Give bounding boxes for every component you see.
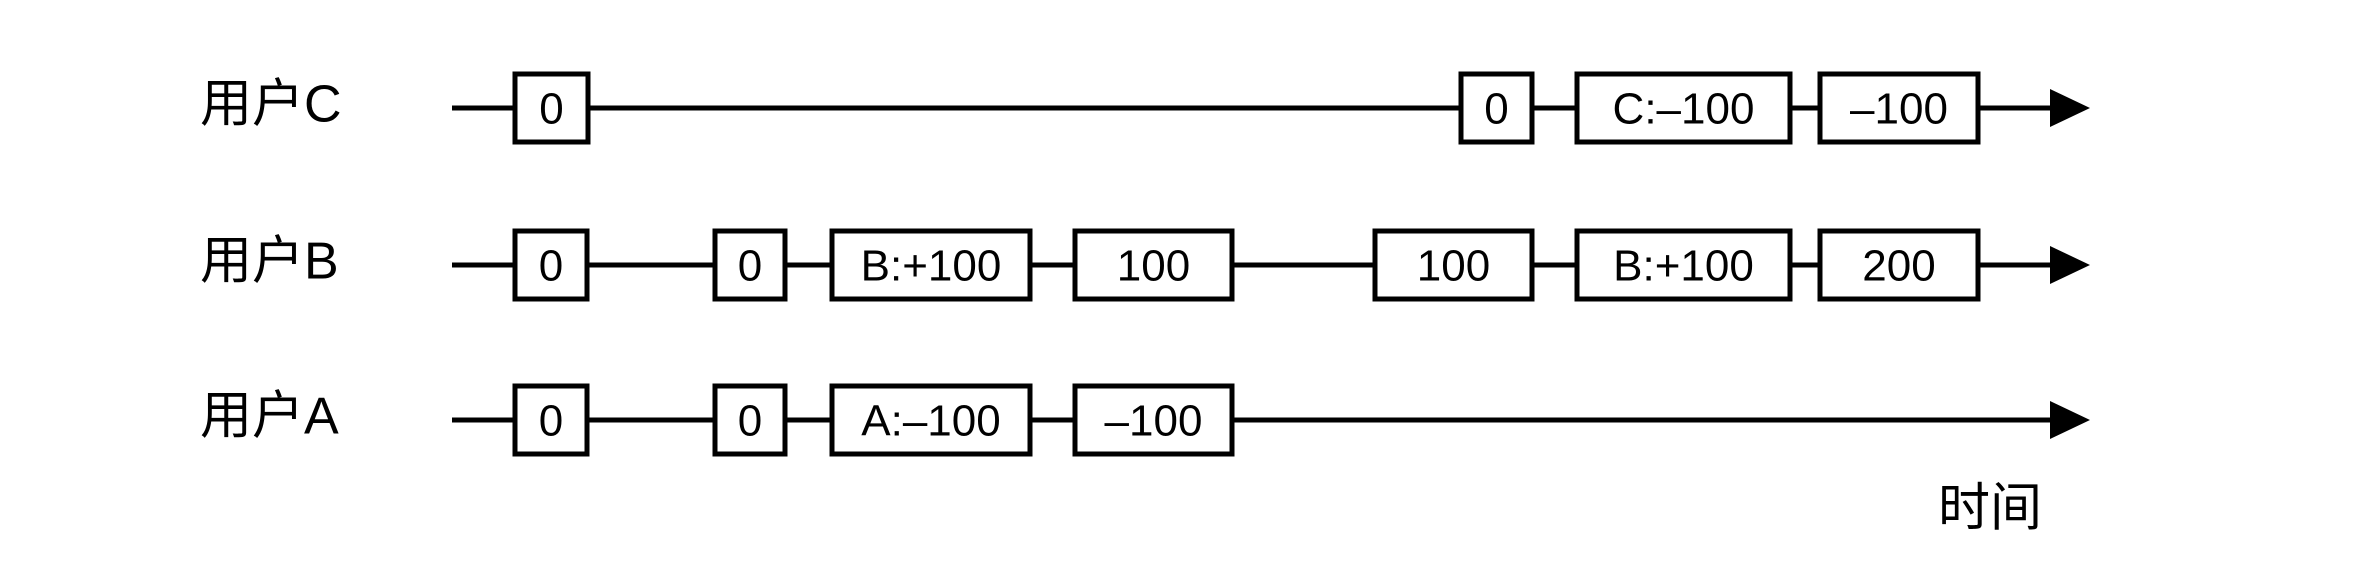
node-label: 0 [1484,85,1508,134]
node-label: 0 [539,397,563,446]
node-label: C:–100 [1613,85,1755,134]
timeline-arrow-head [2050,401,2090,439]
node-box [1372,228,1535,302]
row-user-a: 用户A 0 0 A:–100 –100 [200,383,2090,457]
node-label: 200 [1862,242,1935,291]
node-operation[interactable]: B:+100 [829,228,1033,302]
node-label: 0 [539,85,563,134]
node-box [1574,228,1793,302]
node-label: 0 [539,242,563,291]
node-box [1072,228,1235,302]
node-state[interactable]: 100 [1372,228,1535,302]
node-box [829,383,1033,457]
node-label: –100 [1850,85,1948,134]
row-label-row-user-c: 用户C [200,76,342,134]
node-state[interactable]: 0 [712,383,788,457]
node-state[interactable]: –100 [1817,71,1981,145]
node-state[interactable]: 200 [1817,228,1981,302]
timeline-arrow-head [2050,89,2090,127]
node-box [1574,71,1793,145]
node-label: 100 [1417,242,1490,291]
node-label: B:+100 [1613,242,1754,291]
node-state[interactable]: 0 [512,383,590,457]
node-label: B:+100 [861,242,1002,291]
row-user-b: 用户B 0 0 B:+100 100 100 B:+100 200 [200,228,2090,302]
node-operation[interactable]: A:–100 [829,383,1033,457]
node-label: 0 [738,397,762,446]
node-state[interactable]: 0 [512,71,591,145]
node-box [512,228,590,302]
node-label: –100 [1105,397,1203,446]
node-label: 100 [1117,242,1190,291]
row-user-c: 用户C 0 0 C:–100 –100 [200,71,2090,145]
node-state[interactable]: –100 [1072,383,1235,457]
node-label: A:–100 [861,397,1000,446]
node-state[interactable]: 0 [512,228,590,302]
node-state[interactable]: 100 [1072,228,1235,302]
node-box [1817,228,1981,302]
timeline-arrow-head [2050,246,2090,284]
node-box [1072,383,1235,457]
row-label-row-user-b: 用户B [200,233,339,291]
time-axis-label: 时间 [1938,480,2042,538]
node-state[interactable]: 0 [712,228,788,302]
node-box [1458,71,1535,145]
node-box [712,383,788,457]
node-box [512,71,591,145]
node-box [1817,71,1981,145]
node-box [712,228,788,302]
node-box [829,228,1033,302]
node-label: 0 [738,242,762,291]
node-box [512,383,590,457]
row-label-row-user-a: 用户A [200,388,339,446]
node-operation[interactable]: B:+100 [1574,228,1793,302]
node-state[interactable]: 0 [1458,71,1535,145]
node-operation[interactable]: C:–100 [1574,71,1793,145]
